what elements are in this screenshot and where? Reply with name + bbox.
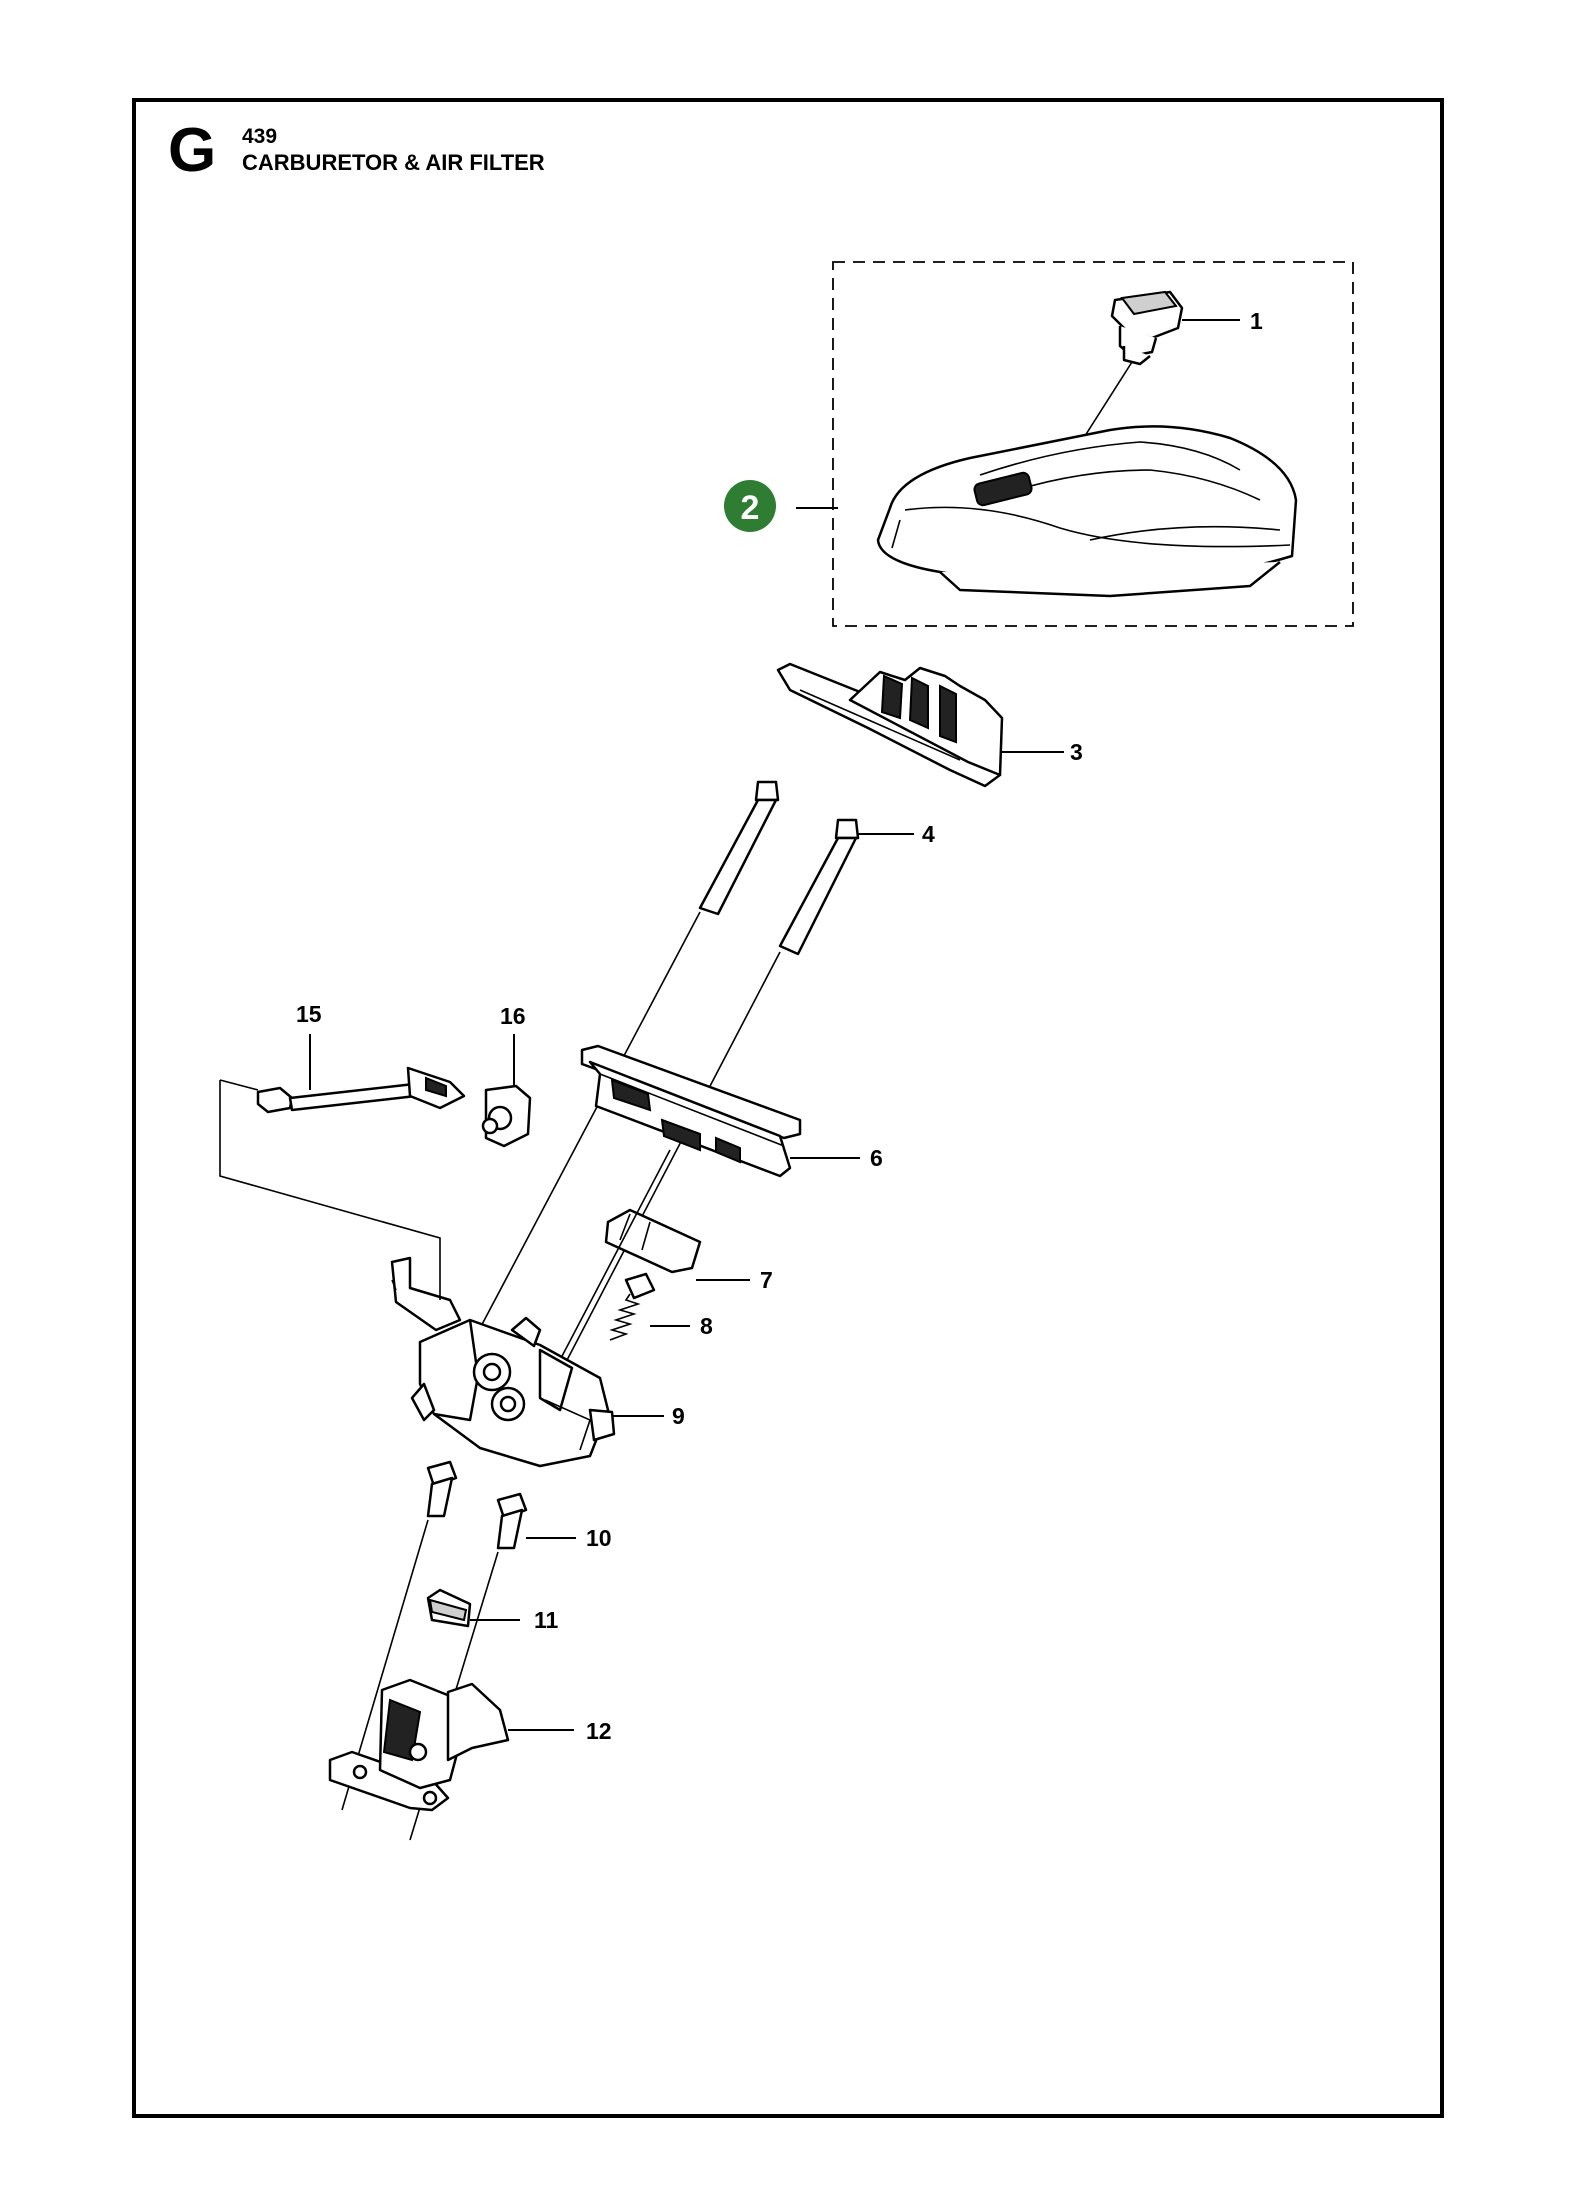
part-7-gasket[interactable] xyxy=(604,1208,702,1274)
leader-line-screw-right xyxy=(565,951,781,1363)
section-title: CARBURETOR & AIR FILTER xyxy=(242,150,545,175)
part-3-air-filter[interactable] xyxy=(776,662,1004,788)
callout-7[interactable]: 7 xyxy=(760,1267,773,1293)
kit-dashed-box xyxy=(832,261,1354,627)
part-1-cover-knob[interactable] xyxy=(1110,290,1184,366)
reference-bracket-top xyxy=(219,1079,259,1091)
part-10-screw-right[interactable] xyxy=(496,1492,528,1550)
part-15-choke-rod[interactable] xyxy=(256,1066,466,1114)
callout-10[interactable]: 10 xyxy=(586,1525,612,1551)
callout-2-badge[interactable] xyxy=(724,480,776,532)
section-letter: G xyxy=(168,116,217,185)
callout-16[interactable]: 16 xyxy=(500,1003,526,1029)
callout-3[interactable]: 3 xyxy=(1070,739,1083,765)
part-8-screw-spring[interactable] xyxy=(609,1272,656,1341)
part-16-choke-clip[interactable] xyxy=(481,1084,532,1148)
part-4-screw-left[interactable] xyxy=(698,780,780,916)
leader-line-screw-left xyxy=(477,911,701,1333)
callout-11[interactable]: 11 xyxy=(534,1607,559,1633)
leader-line-6-to-9 xyxy=(559,1149,671,1361)
callout-4[interactable]: 4 xyxy=(922,821,935,847)
callout-9[interactable]: 9 xyxy=(672,1403,685,1429)
part-11-spacer[interactable] xyxy=(426,1588,472,1628)
callout-leaders xyxy=(309,319,1240,1731)
part-4-screw-right[interactable] xyxy=(778,818,860,956)
part-6-adapter-plate[interactable] xyxy=(580,1044,802,1178)
callout-2[interactable]: 2 xyxy=(741,489,760,527)
part-10-screw-left[interactable] xyxy=(426,1460,458,1518)
part-2-air-filter-cover[interactable] xyxy=(876,425,1298,598)
page-frame xyxy=(132,98,1444,2118)
callout-15[interactable]: 15 xyxy=(296,1001,322,1027)
callout-1[interactable]: 1 xyxy=(1250,308,1263,334)
callout-12[interactable]: 12 xyxy=(586,1718,612,1744)
callout-6[interactable]: 6 xyxy=(870,1145,883,1171)
callout-8[interactable]: 8 xyxy=(700,1313,713,1339)
reference-bracket-15-to-9 xyxy=(219,1080,441,1300)
section-number: 439 xyxy=(242,125,278,148)
part-12-intake-manifold[interactable] xyxy=(328,1678,510,1812)
leader-line-carb-to-choke xyxy=(391,1279,397,1291)
part-9-carburetor[interactable] xyxy=(390,1256,616,1468)
